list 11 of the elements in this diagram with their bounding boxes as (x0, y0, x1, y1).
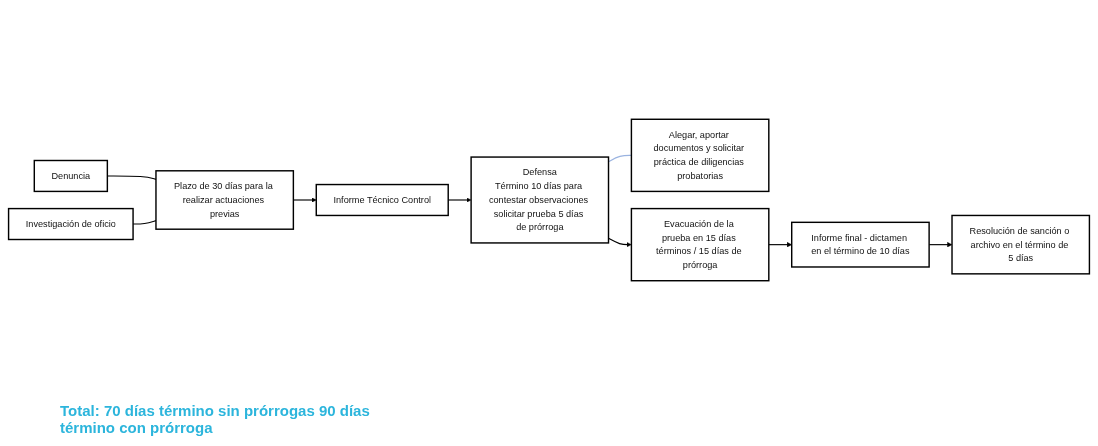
total-note: Total: 70 días término sin prórrogas 90 días término con prórroga (60, 402, 371, 436)
node-box: Evacuación de la prueba en 15 días términos / 15 días de prórroga (630, 207, 770, 282)
node-box: Investigación de oficio (7, 207, 134, 241)
node-box: Plazo de 30 días para la realizar actuaciones previas (155, 170, 295, 230)
node-box: Alegar, aportar documentos y solicitar práctica de diligencias probatorias (630, 118, 770, 193)
node-box: Denuncia (33, 159, 109, 193)
node-box: Informe final - dictamen en el término de 10 días (791, 221, 930, 268)
node-box: Informe Técnico Control (315, 183, 449, 217)
node-box: Resolución de sanción o archivo en el término de 5 días (951, 214, 1091, 275)
arrow (768, 242, 792, 248)
node-box: Defensa Término 10 días para contestar observaciones solicitar prueba 5 días de prórroga (470, 156, 610, 244)
